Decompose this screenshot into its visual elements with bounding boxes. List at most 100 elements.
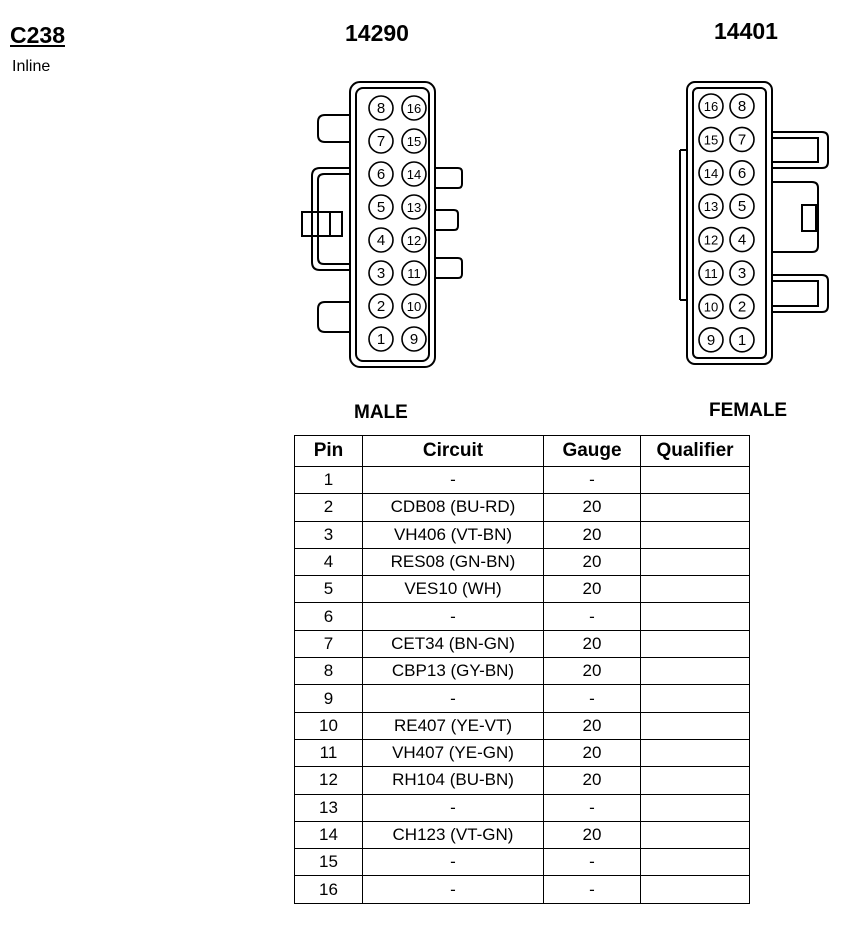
pin-number: 8	[377, 100, 385, 117]
pin-circle	[401, 293, 427, 319]
female-body-inner	[692, 87, 767, 359]
pin-circle	[368, 227, 394, 253]
pin-cavity: 2	[368, 293, 394, 319]
pin-number: 16	[704, 99, 718, 114]
pin-cavity: 8	[729, 93, 755, 119]
pin-cavity: 8	[368, 95, 394, 121]
pin-circle	[368, 161, 394, 187]
header-gauge: Gauge	[543, 435, 641, 467]
pin-number: 1	[377, 331, 385, 348]
cell-qualifier	[640, 793, 750, 822]
pin-cavity: 13	[698, 193, 724, 219]
male-body-inner	[355, 87, 430, 362]
pin-cavity: 5	[729, 193, 755, 219]
pin-cavity: 10	[698, 293, 724, 320]
cell-circuit: CDB08 (BU-RD)	[362, 493, 544, 522]
cell-circuit: VES10 (WH)	[362, 575, 544, 604]
pin-circle	[401, 194, 427, 220]
cell-circuit: -	[362, 684, 544, 713]
pin-number: 6	[738, 165, 746, 182]
pin-circle	[698, 160, 724, 186]
cell-gauge: 20	[543, 738, 641, 768]
cell-pin: 16	[294, 875, 363, 904]
cell-pin: 2	[294, 493, 363, 522]
pin-circle	[368, 194, 394, 220]
pin-number: 8	[738, 98, 746, 115]
pin-number: 15	[704, 132, 718, 147]
female-part-number: 14401	[714, 18, 778, 44]
pin-number: 5	[738, 198, 746, 215]
cell-gauge: 20	[543, 657, 641, 686]
cell-qualifier	[640, 738, 750, 768]
cell-pin: 3	[294, 520, 363, 549]
cell-pin: 7	[294, 629, 363, 659]
cell-qualifier	[640, 820, 750, 850]
pin-circle	[698, 93, 724, 119]
cell-pin: 13	[294, 793, 363, 822]
pin-number: 12	[407, 233, 421, 248]
cell-qualifier	[640, 848, 750, 877]
cell-pin: 11	[294, 738, 363, 768]
cell-gauge: -	[543, 684, 641, 713]
pin-cavity: 4	[368, 227, 394, 253]
pin-number: 15	[407, 134, 421, 149]
pin-cavity: 3	[729, 260, 755, 286]
pin-cavity: 14	[698, 160, 724, 186]
cell-qualifier	[640, 711, 750, 740]
cell-gauge: -	[543, 793, 641, 822]
pin-circle	[368, 293, 394, 319]
cell-circuit: -	[362, 848, 544, 877]
pin-cavity: 9	[401, 326, 427, 352]
pin-circle	[401, 227, 427, 253]
cell-qualifier	[640, 520, 750, 549]
pin-cavity: 5	[368, 194, 394, 220]
cell-circuit: -	[362, 602, 544, 631]
female-bottom-latch	[772, 274, 829, 313]
pin-circle	[401, 260, 427, 286]
male-bottom-latch	[317, 301, 350, 333]
pin-cavity: 11	[401, 260, 427, 286]
pin-cavity: 6	[368, 161, 394, 187]
cell-gauge: -	[543, 602, 641, 631]
cell-qualifier	[640, 602, 750, 631]
pin-cavity: 15	[401, 128, 427, 154]
female-lock-tab	[801, 204, 817, 232]
pin-number: 6	[377, 166, 385, 183]
female-center-lock	[772, 181, 819, 253]
pin-circle	[729, 326, 755, 353]
cell-gauge: 20	[543, 820, 641, 850]
header-pin: Pin	[294, 435, 363, 467]
cell-circuit: RES08 (GN-BN)	[362, 547, 544, 577]
male-side-shell	[311, 167, 350, 271]
cell-qualifier	[640, 575, 750, 604]
pin-circle	[698, 326, 724, 353]
pin-cavity: 12	[698, 226, 724, 253]
pin-number: 10	[407, 299, 421, 314]
pin-number: 9	[707, 332, 715, 349]
pin-cavity: 14	[401, 161, 427, 187]
pin-circle	[401, 95, 427, 121]
cell-gauge: 20	[543, 575, 641, 604]
header-circuit: Circuit	[362, 435, 544, 467]
cell-circuit: RH104 (BU-BN)	[362, 766, 544, 795]
pin-number: 4	[377, 232, 385, 249]
pin-circle	[368, 260, 394, 286]
cell-qualifier	[640, 684, 750, 713]
cell-gauge: 20	[543, 711, 641, 740]
pin-number: 10	[704, 299, 718, 314]
pin-number: 9	[410, 331, 418, 348]
cell-gauge: 20	[543, 547, 641, 577]
cell-circuit: CH123 (VT-GN)	[362, 820, 544, 850]
cell-pin: 4	[294, 547, 363, 577]
connector-type: Inline	[12, 58, 51, 75]
male-right-bump-3	[435, 257, 463, 279]
cell-circuit: -	[362, 793, 544, 822]
pin-number: 7	[377, 133, 385, 150]
male-lock-tab	[301, 211, 319, 237]
cell-circuit: CET34 (BN-GN)	[362, 629, 544, 659]
